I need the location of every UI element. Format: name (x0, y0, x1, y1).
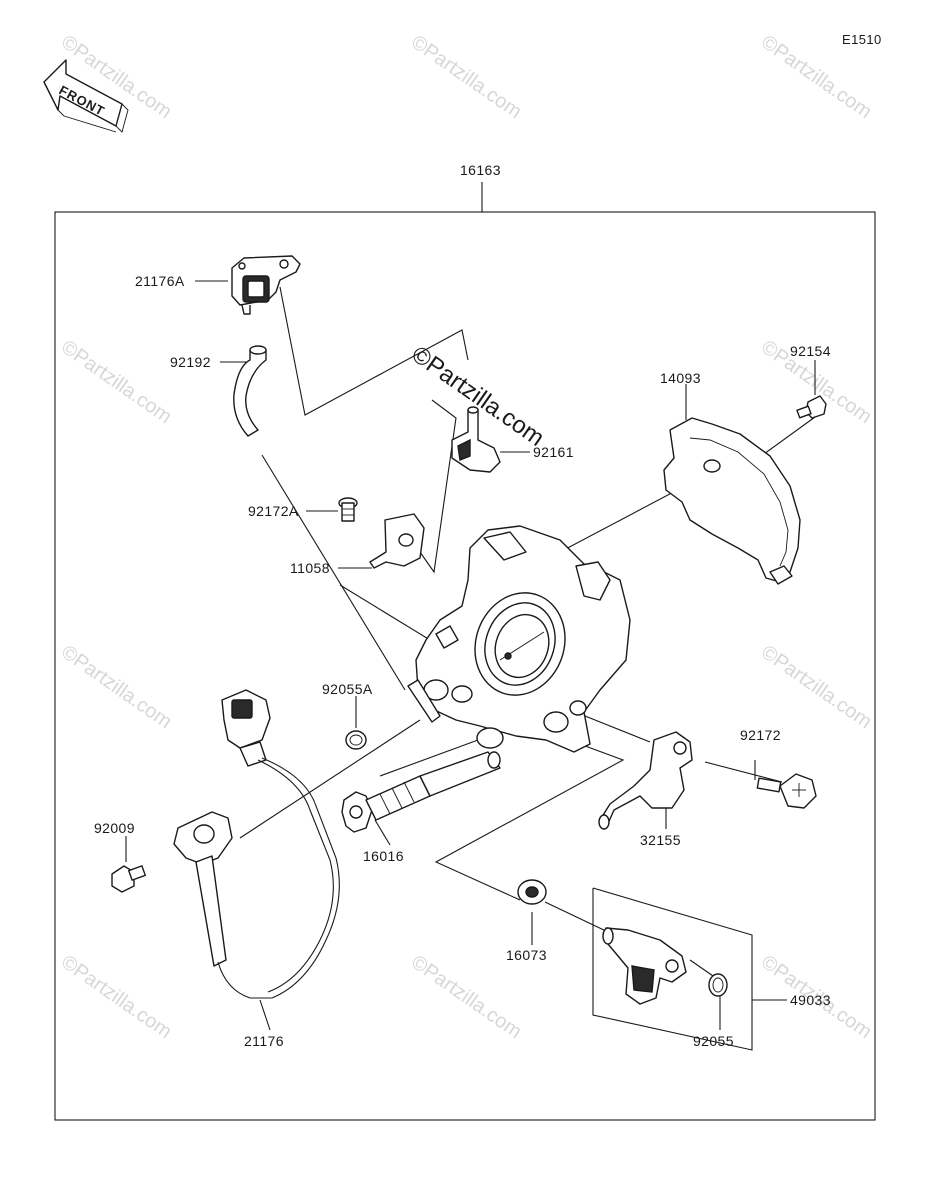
cover-14093-icon (663, 417, 801, 585)
part-label: 92172 (740, 727, 781, 743)
part-label: 92154 (790, 343, 831, 359)
part-label: 11058 (290, 560, 330, 576)
bolt-92154-icon (796, 395, 827, 419)
oring-92055a-icon (345, 730, 367, 750)
watermark: ©Partzilla.com (57, 951, 175, 1043)
part-labels: 21176A 92192 92161 92172A 11058 14093 92… (94, 273, 831, 1049)
watermark: ©Partzilla.com (407, 31, 525, 123)
part-label: 14093 (660, 370, 701, 386)
screw-92172-icon (756, 773, 817, 809)
assembly-label: 16163 (460, 162, 501, 178)
hose-92192-icon (233, 345, 267, 437)
part-label: 21176A (135, 273, 185, 289)
screw-92172a-icon (338, 497, 358, 522)
part-label: 92192 (170, 354, 211, 370)
throttle-body-icon (407, 525, 631, 753)
part-label: 92161 (533, 444, 574, 460)
part-label: 92009 (94, 820, 135, 836)
part-label: 92172A (248, 503, 299, 519)
part-label: 49033 (790, 992, 831, 1008)
part-label: 92055A (322, 681, 373, 697)
assembly-frame (54, 211, 876, 1121)
watermark: ©Partzilla.com (57, 641, 175, 733)
watermark: ©Partzilla.com (757, 641, 875, 733)
sensor-21176a-icon (231, 255, 301, 315)
watermark: ©Partzilla.com (407, 951, 525, 1043)
grommet-16073-icon (517, 879, 547, 905)
oring-92055-icon (708, 973, 728, 997)
part-label: 16073 (506, 947, 547, 963)
valve-49033-icon (602, 927, 687, 1005)
part-label: 32155 (640, 832, 681, 848)
fitting-32155-icon (598, 731, 693, 830)
bracket-11058-icon (369, 513, 425, 569)
part-label: 21176 (244, 1033, 284, 1049)
fitting-92161-icon (451, 406, 501, 473)
sensor-harness-21176-icon (173, 689, 340, 999)
watermark: ©Partzilla.com (57, 336, 175, 428)
bolt-92009-icon (111, 865, 146, 893)
part-label: 92055 (693, 1033, 734, 1049)
part-label: 16016 (363, 848, 404, 864)
diagram-code: E1510 (842, 32, 882, 47)
sensor-16016-icon (341, 751, 501, 833)
